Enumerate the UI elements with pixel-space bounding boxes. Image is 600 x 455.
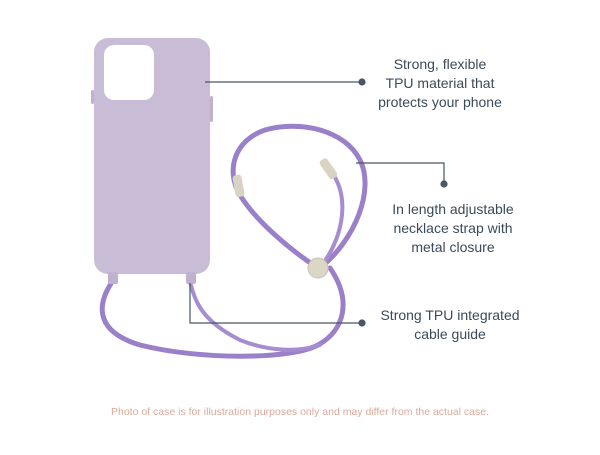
callout-cable-guide: Strong TPU integrated cable guide (380, 307, 520, 342)
leader-dot-material (358, 78, 366, 86)
callout-material: Strong, flexible TPU material that prote… (378, 56, 502, 110)
lanyard-cord-guide-segment (188, 280, 322, 352)
lanyard-cord-lower (99, 265, 346, 359)
leader-dot-guide (358, 319, 366, 327)
cable-guide-left (108, 272, 118, 284)
lanyard-cord-upper-inner (318, 168, 345, 270)
side-button (91, 90, 94, 104)
strap-end-cap (232, 174, 245, 198)
camera-cutout (104, 45, 154, 100)
side-button (210, 96, 213, 122)
metal-closure (307, 257, 329, 279)
callout-strap: In length adjustable necklace strap with… (392, 201, 514, 255)
leader-line-guide (189, 283, 362, 324)
leader-line-strap (356, 162, 445, 184)
lanyard-cord-upper (230, 123, 368, 271)
strap-end-cap (319, 158, 338, 180)
cable-guide-right (186, 272, 196, 284)
leader-dot-strap (440, 180, 448, 188)
disclaimer-text: Photo of case is for illustration purpos… (111, 406, 489, 418)
